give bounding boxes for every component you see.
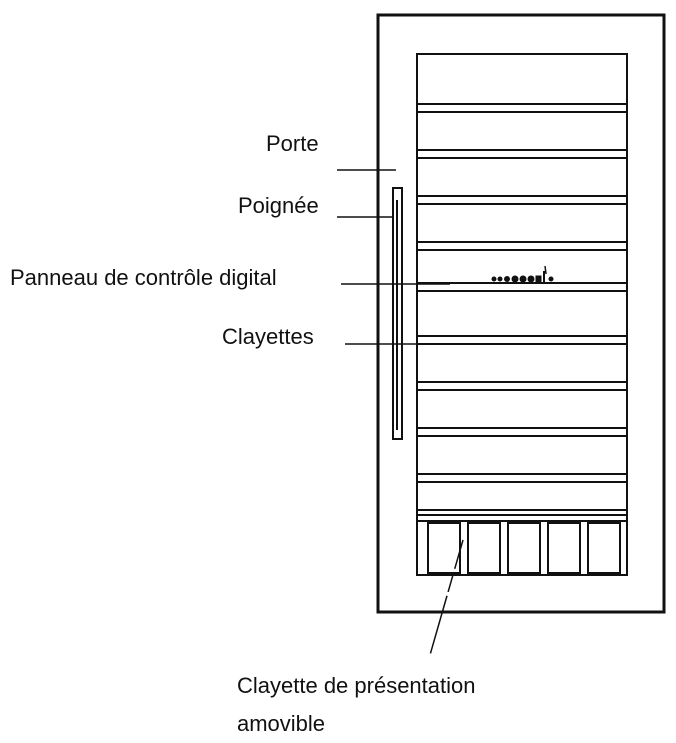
cabinet-outer-frame [376,13,666,614]
leader-lines [337,169,464,656]
shelves [417,103,627,516]
presentation-compartment [587,522,621,574]
presentation-compartment [467,522,501,574]
label-clayettes: Clayettes [222,324,314,349]
label-porte: Porte [266,131,319,156]
label-clayette-de-presentation: Clayette de présentation amovible [237,667,476,743]
presentation-compartment [547,522,581,574]
label-presentation-line1: Clayette de présentation [237,673,476,698]
inner-glass-area [416,53,628,576]
label-presentation-line2: amovible [237,711,326,736]
presentation-shelf [417,520,627,574]
label-panneau-de-controle: Panneau de contrôle digital [10,265,277,290]
presentation-compartment [507,522,541,574]
leader-line-presentation [429,539,464,656]
door-handle [392,187,403,440]
label-poignee: Poignée [238,193,319,218]
control-panel-icon [491,265,554,283]
